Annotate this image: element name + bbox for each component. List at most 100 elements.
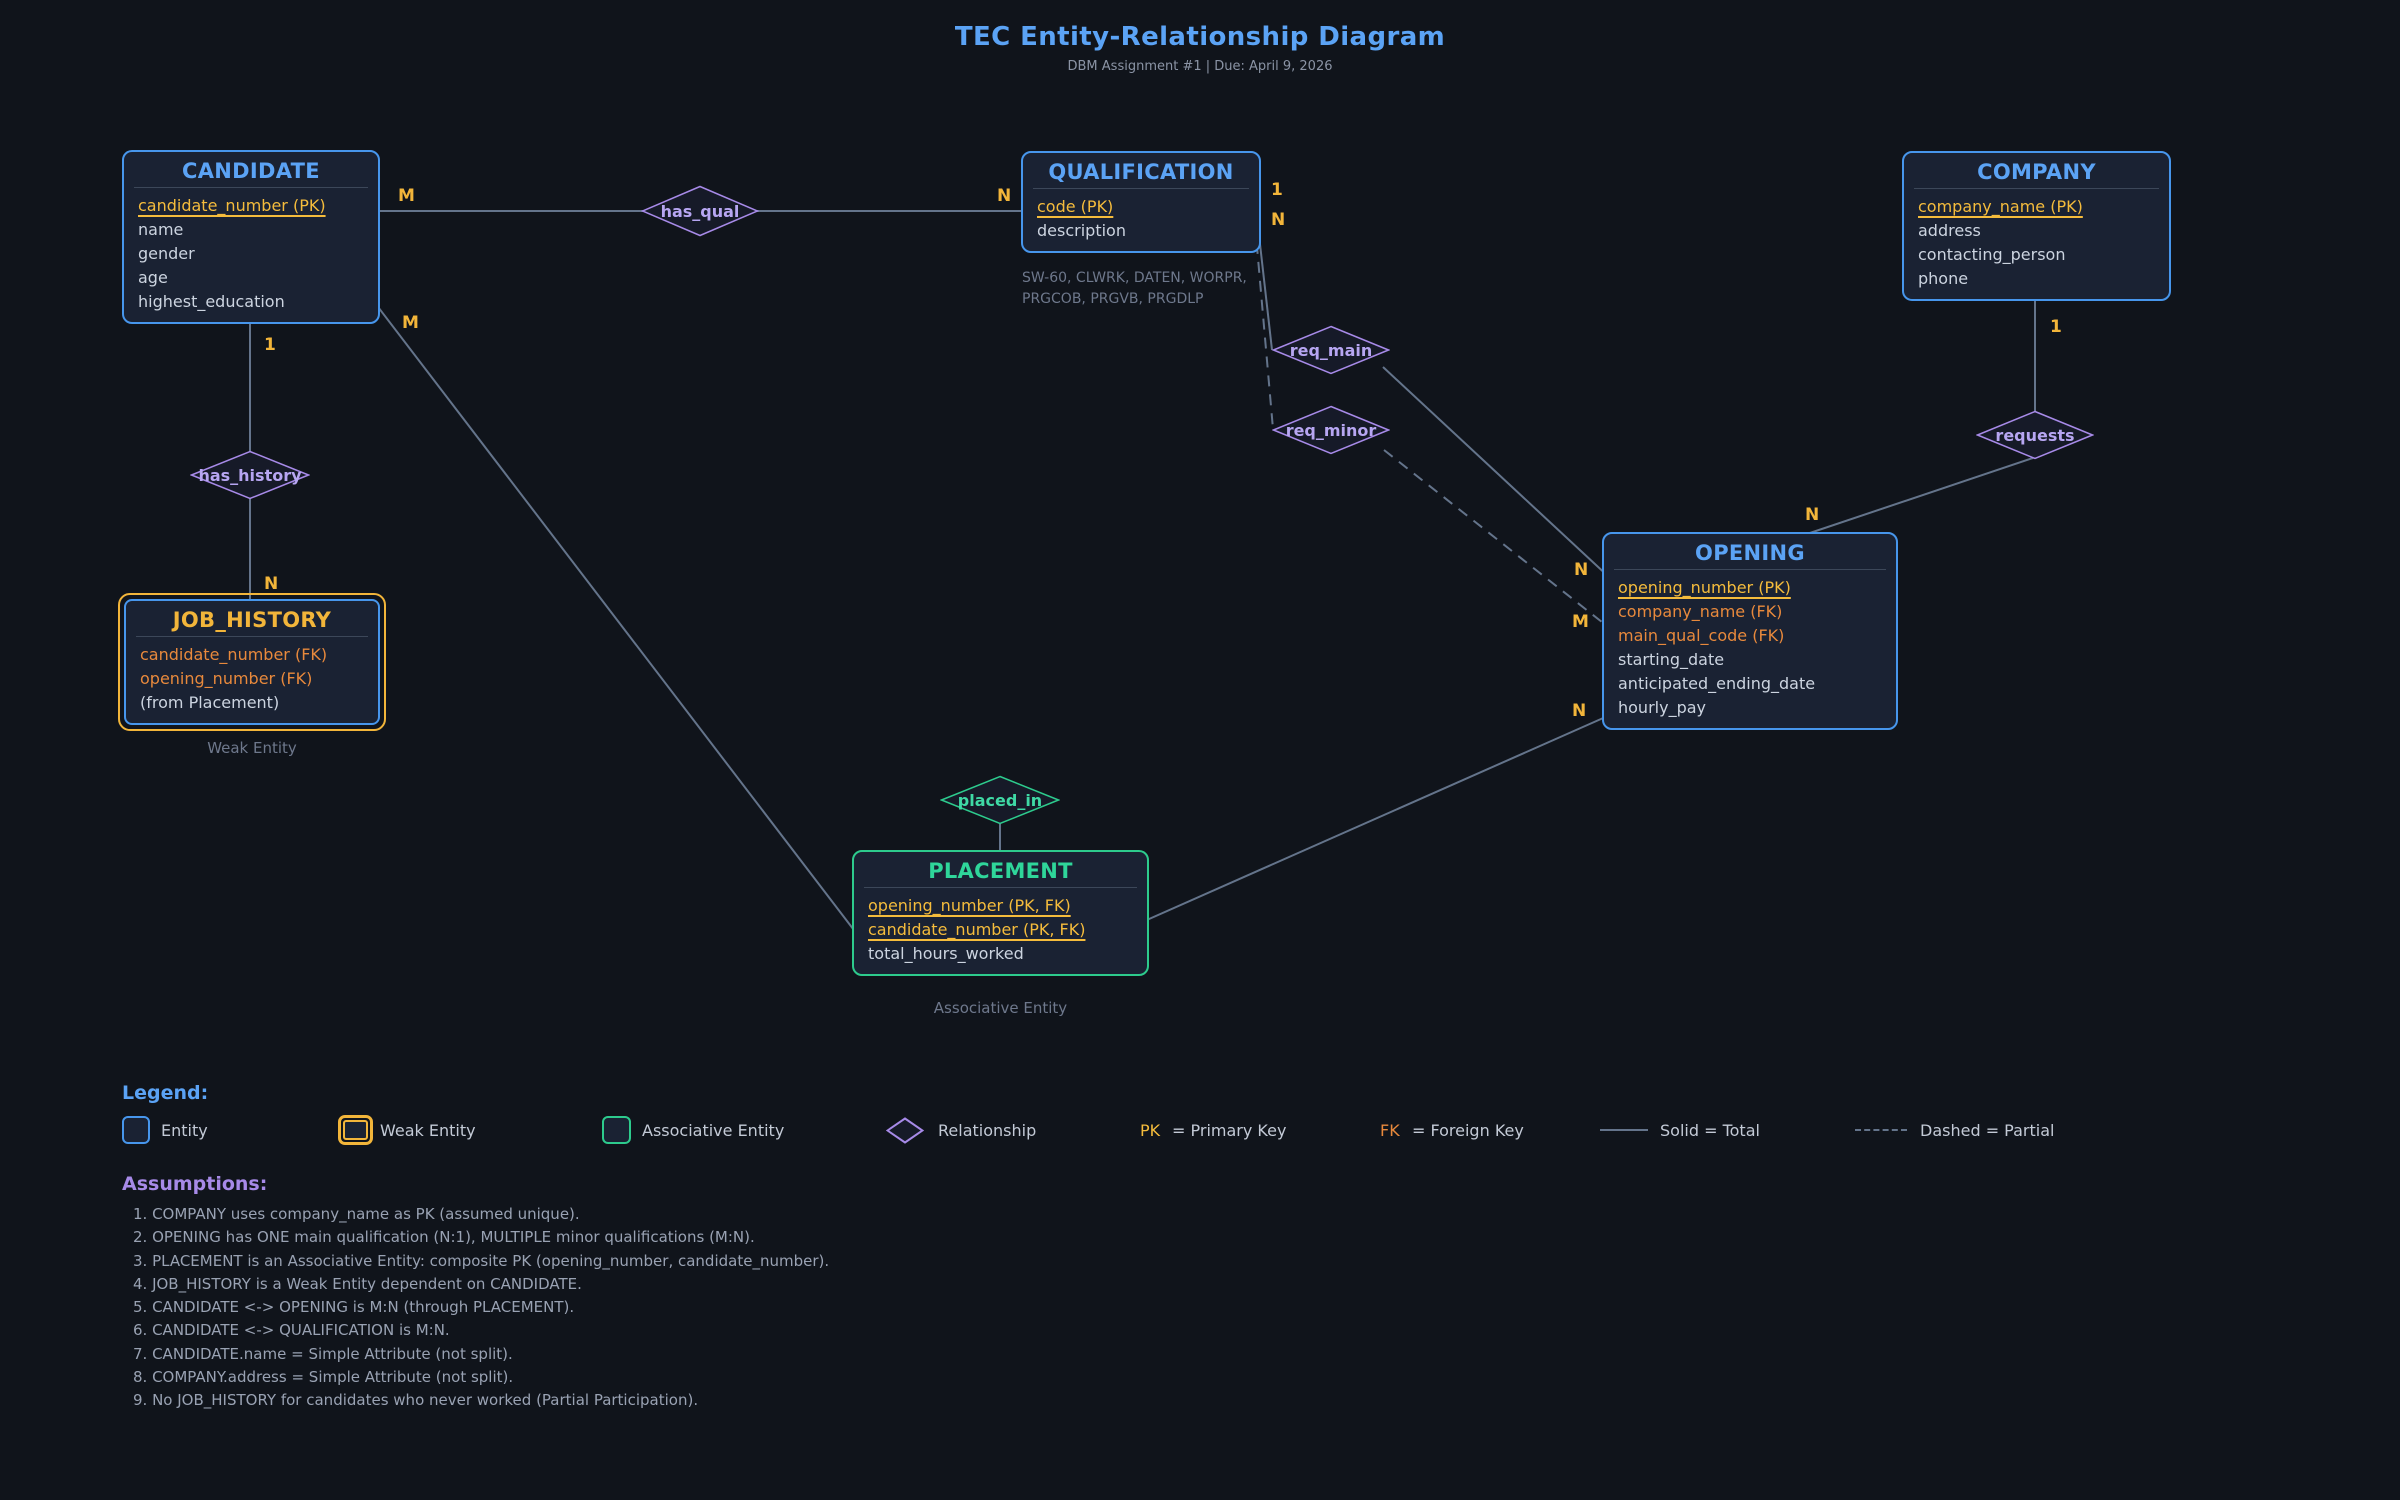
qualification-codes-note: SW-60, CLWRK, DATEN, WORPR, PRGCOB, PRGV… xyxy=(1022,270,1247,307)
legend-associative-label: Associative Entity xyxy=(642,1121,785,1140)
entity-divider xyxy=(1614,569,1886,570)
cardinality-has-history-candidate: 1 xyxy=(264,335,276,355)
connector-opening-placement xyxy=(1139,714,1611,924)
cardinality-req-minor-qualification: N xyxy=(1271,210,1286,230)
entity-placement-attributes: opening_number (PK, FK) candidate_number… xyxy=(854,888,1147,974)
legend-dashed-label: Dashed = Partial xyxy=(1920,1121,2055,1140)
entity-qualification-attributes: code (PK) description xyxy=(1023,189,1259,251)
legend-heading: Legend: xyxy=(122,1082,209,1104)
legend-associative-swatch xyxy=(602,1116,631,1144)
entity-qualification-title: QUALIFICATION xyxy=(1048,160,1234,184)
cardinality-req-main-qualification: 1 xyxy=(1271,180,1283,200)
legend-weak-entity-swatch xyxy=(338,1115,373,1145)
relationship-has-history: has_history xyxy=(190,450,310,500)
entity-attribute: main_qual_code (FK) xyxy=(1618,626,1785,645)
legend-pk-label: = Primary Key xyxy=(1172,1121,1287,1140)
diamond-shape xyxy=(190,450,310,500)
relationship-req-main: req_main xyxy=(1272,325,1390,375)
entity-attribute: starting_date xyxy=(1618,650,1725,669)
relationship-req-minor: req_minor xyxy=(1272,405,1390,455)
entity-job-history-attributes: candidate_number (FK) opening_number (FK… xyxy=(126,637,378,723)
legend-weak-entity-swatch-inner xyxy=(343,1120,368,1140)
entity-attribute: company_name (FK) xyxy=(1618,602,1783,621)
entity-candidate-title: CANDIDATE xyxy=(182,159,320,183)
entity-placement-title: PLACEMENT xyxy=(928,859,1073,883)
assumptions-heading: Assumptions: xyxy=(122,1173,268,1195)
entity-attribute: candidate_number (PK, FK) xyxy=(868,920,1086,939)
diamond-shape xyxy=(940,775,1060,825)
cardinality-req-minor-opening: M xyxy=(1572,612,1589,632)
entity-job-history: JOB_HISTORY candidate_number (FK) openin… xyxy=(118,593,386,731)
entity-divider xyxy=(136,636,368,637)
page-title: TEC Entity-Relationship Diagram xyxy=(954,22,1446,52)
legend-weak-entity-label: Weak Entity xyxy=(380,1121,476,1140)
connector-candidate-placement xyxy=(374,302,861,939)
entity-opening: OPENING opening_number (PK) company_name… xyxy=(1602,532,1898,730)
assumptions-list: 1. COMPANY uses company_name as PK (assu… xyxy=(133,1203,829,1413)
entity-attribute: address xyxy=(1918,221,1981,240)
relationship-placed-in: placed_in xyxy=(940,775,1060,825)
connector-requests-opening xyxy=(1794,457,2034,539)
cardinality-has-qual-candidate: M xyxy=(398,186,415,206)
entity-opening-attributes: opening_number (PK) company_name (FK) ma… xyxy=(1604,570,1896,728)
legend-solid-label: Solid = Total xyxy=(1660,1121,1760,1140)
cardinality-has-history-job-history: N xyxy=(264,574,279,594)
diamond-shape xyxy=(1976,410,2094,460)
entity-attribute: company_name (PK) xyxy=(1918,197,2083,216)
page-subtitle: DBM Assignment #1 | Due: April 9, 2026 xyxy=(1067,59,1333,74)
diamond-shape xyxy=(1272,405,1390,455)
entity-attribute: (from Placement) xyxy=(140,693,280,712)
legend-solid-line-swatch xyxy=(1600,1129,1648,1131)
legend-relationship-diamond-icon xyxy=(886,1117,924,1144)
assumption-item: 1. COMPANY uses company_name as PK (assu… xyxy=(133,1205,580,1223)
legend-entity-label: Entity xyxy=(161,1121,208,1140)
assumption-item: 9. No JOB_HISTORY for candidates who nev… xyxy=(133,1391,699,1410)
assumption-item: 7. CANDIDATE.name = Simple Attribute (no… xyxy=(133,1344,513,1363)
entity-attribute: gender xyxy=(138,244,195,263)
entity-attribute: phone xyxy=(1918,269,1969,288)
entity-opening-title: OPENING xyxy=(1695,541,1805,565)
entity-attribute: hourly_pay xyxy=(1618,698,1706,717)
cardinality-requests-company: 1 xyxy=(2050,317,2062,337)
assumption-item: 3. PLACEMENT is an Associative Entity: c… xyxy=(133,1251,830,1270)
diamond-shape xyxy=(1272,325,1390,375)
entity-attribute: opening_number (PK, FK) xyxy=(868,896,1071,915)
legend-dashed-line-swatch xyxy=(1855,1129,1907,1131)
entity-attribute: anticipated_ending_date xyxy=(1618,674,1816,693)
relationship-requests: requests xyxy=(1976,410,2094,460)
legend-fk-label: = Foreign Key xyxy=(1412,1121,1524,1140)
entity-attribute: opening_number (PK) xyxy=(1618,578,1791,597)
cardinality-has-qual-qualification: N xyxy=(997,186,1012,206)
connector-req-main-opening xyxy=(1382,366,1611,579)
assumption-item: 6. CANDIDATE <-> QUALIFICATION is M:N. xyxy=(133,1321,450,1340)
entity-divider xyxy=(864,887,1137,888)
cardinality-requests-opening: N xyxy=(1805,505,1820,525)
connector-req-minor-opening xyxy=(1383,449,1613,631)
legend-fk-abbr: FK xyxy=(1380,1121,1400,1140)
diamond-shape xyxy=(641,185,759,237)
entity-company: COMPANY company_name (PK) address contac… xyxy=(1902,151,2171,301)
entity-job-history-inner: JOB_HISTORY candidate_number (FK) openin… xyxy=(124,599,380,725)
entity-attribute: opening_number (FK) xyxy=(140,669,313,688)
associative-entity-note: Associative Entity xyxy=(933,999,1068,1017)
entity-company-attributes: company_name (PK) address contacting_per… xyxy=(1904,189,2169,299)
entity-attribute: contacting_person xyxy=(1918,245,2066,264)
cardinality-placed-in-candidate: M xyxy=(402,313,419,333)
entity-divider xyxy=(1914,188,2159,189)
legend-pk-abbr: PK xyxy=(1140,1121,1161,1140)
entity-placement: PLACEMENT opening_number (PK, FK) candid… xyxy=(852,850,1149,976)
entity-attribute: highest_education xyxy=(138,292,285,311)
entity-attribute: code (PK) xyxy=(1037,197,1114,216)
entity-attribute: total_hours_worked xyxy=(868,944,1024,963)
entity-divider xyxy=(1033,188,1249,189)
relationship-has-qual: has_qual xyxy=(641,185,759,237)
entity-attribute: description xyxy=(1037,221,1126,240)
legend-entity-swatch xyxy=(122,1116,150,1144)
entity-attribute: age xyxy=(138,268,168,287)
entity-job-history-title: JOB_HISTORY xyxy=(172,608,332,632)
entity-divider xyxy=(134,187,368,188)
assumption-item: 2. OPENING has ONE main qualification (N… xyxy=(133,1228,755,1247)
entity-attribute: candidate_number (FK) xyxy=(140,645,328,664)
assumption-item: 5. CANDIDATE <-> OPENING is M:N (through… xyxy=(133,1298,575,1317)
